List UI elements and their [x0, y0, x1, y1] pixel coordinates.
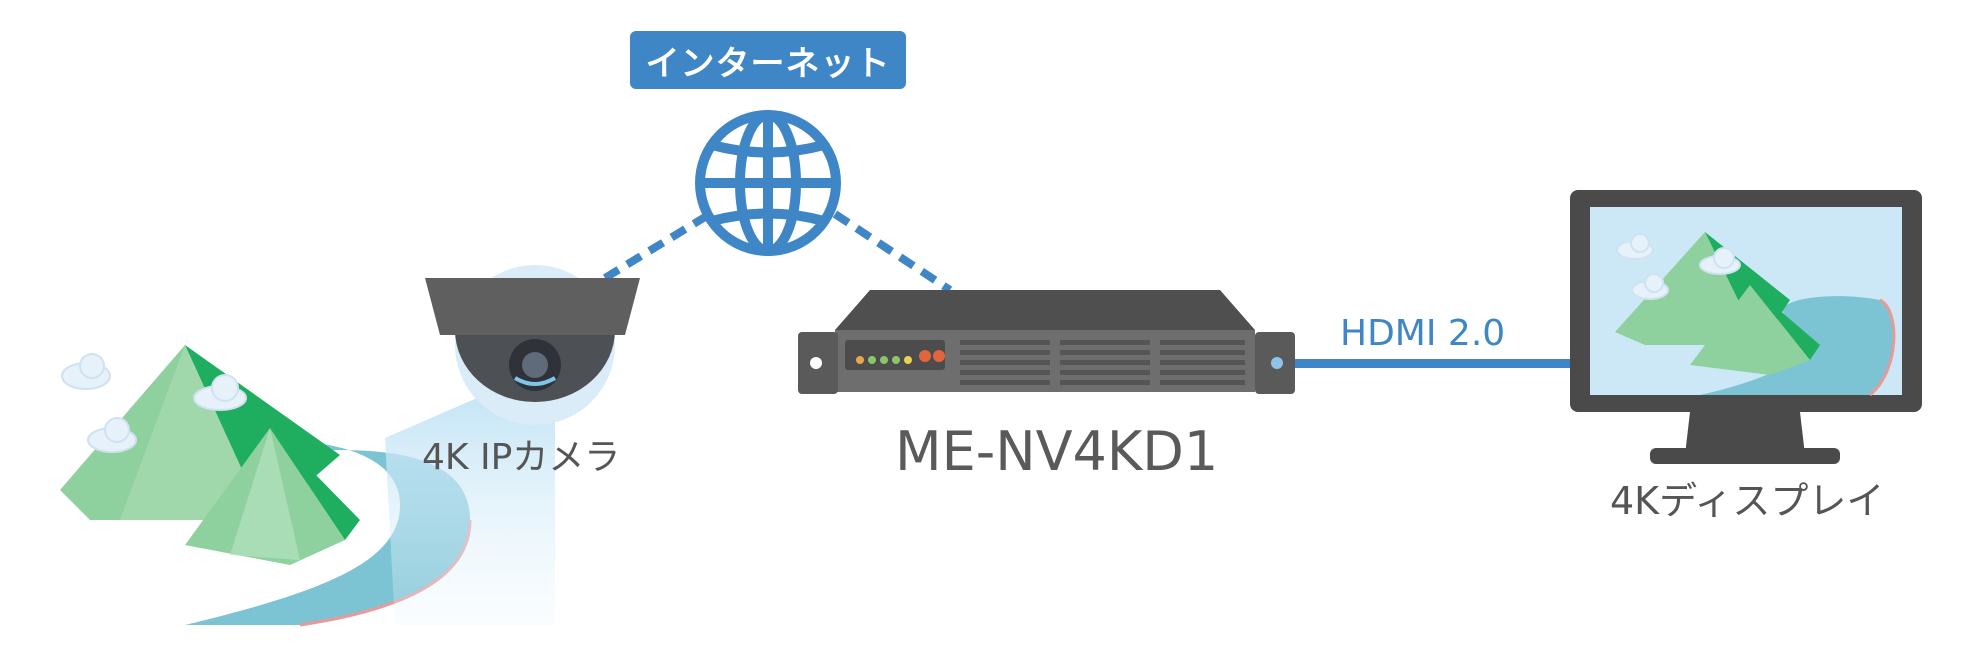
camera-view-beam: [385, 388, 555, 625]
mountain-scene: [60, 345, 360, 565]
hdmi-cable: [1295, 359, 1570, 368]
globe-icon: [695, 110, 841, 256]
camera-label: 4K IPカメラ: [422, 437, 621, 478]
cloud-icon: [61, 353, 247, 453]
rack-decoder-icon: [798, 290, 1295, 394]
camera-internet-link: [602, 210, 713, 282]
decoder-label: ME-NV4KD1: [895, 420, 1219, 483]
decoder-internet-link: [832, 210, 953, 294]
dome-camera-icon: [425, 265, 640, 425]
display-label: 4Kディスプレイ: [1610, 479, 1885, 523]
internet-label: インターネット: [630, 31, 906, 89]
monitor-icon: [1570, 190, 1922, 464]
hdmi-label: HDMI 2.0: [1340, 313, 1506, 354]
